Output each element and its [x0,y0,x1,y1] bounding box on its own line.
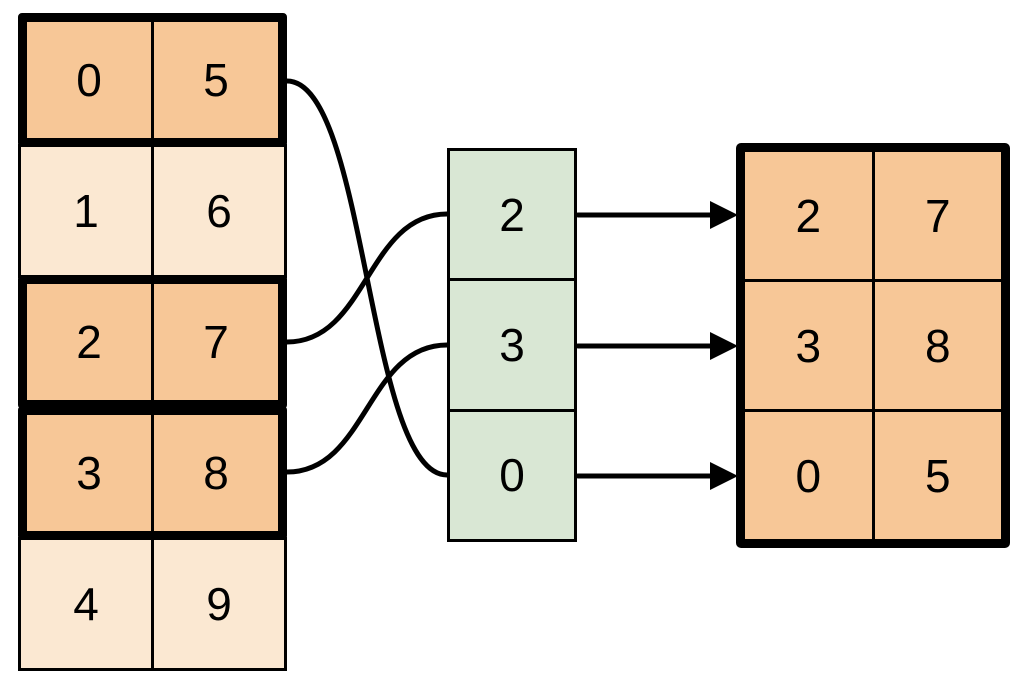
source-cell-3-1: 8 [203,447,229,499]
result-row-0: 2 7 [745,152,1001,282]
source-row-4: 4 9 [18,537,287,671]
source-cell-1-0: 1 [21,147,154,275]
result-cell-1-0: 3 [745,282,875,409]
index-cell-2: 0 [499,449,525,502]
curve-source-row0-to-index-0 [284,78,450,478]
source-cell-3-0: 3 [27,415,154,531]
source-cell-4-0: 4 [21,540,154,668]
index-cell-1: 3 [450,281,574,412]
source-row-3: 3 8 [18,406,287,540]
source-cell-0-1: 5 [203,54,229,106]
source-cell-1-1: 6 [206,185,232,237]
curve-source-row3-to-index-3 [284,342,450,475]
index-column: 2 3 0 [447,148,577,542]
source-table: 0 5 1 6 2 7 3 8 4 9 [18,13,287,671]
result-cell-0-1: 7 [924,189,951,242]
result-row-2: 0 5 [745,412,1001,539]
source-cell-2-1: 7 [203,316,229,368]
source-cell-4-1: 9 [206,578,232,630]
index-cell-0: 2 [450,151,574,282]
result-cell-2-0: 0 [745,412,875,539]
arrow-index-2-to-result-row0 [575,201,738,229]
source-row-1: 1 6 [18,144,287,278]
source-cell-0-0: 0 [27,22,154,138]
source-cell-2-0: 2 [27,284,154,400]
result-cell-0-0: 2 [745,152,875,279]
source-row-2: 2 7 [18,275,287,409]
curve-source-row2-to-index-2 [284,211,450,345]
source-row-0: 0 5 [18,13,287,147]
result-table: 2 7 3 8 0 5 [736,143,1010,548]
result-cell-1-1: 8 [924,319,951,372]
arrow-index-3-to-result-row1 [575,332,738,360]
arrow-index-0-to-result-row2 [575,462,738,490]
result-cell-2-1: 5 [924,449,951,502]
result-row-1: 3 8 [745,282,1001,412]
